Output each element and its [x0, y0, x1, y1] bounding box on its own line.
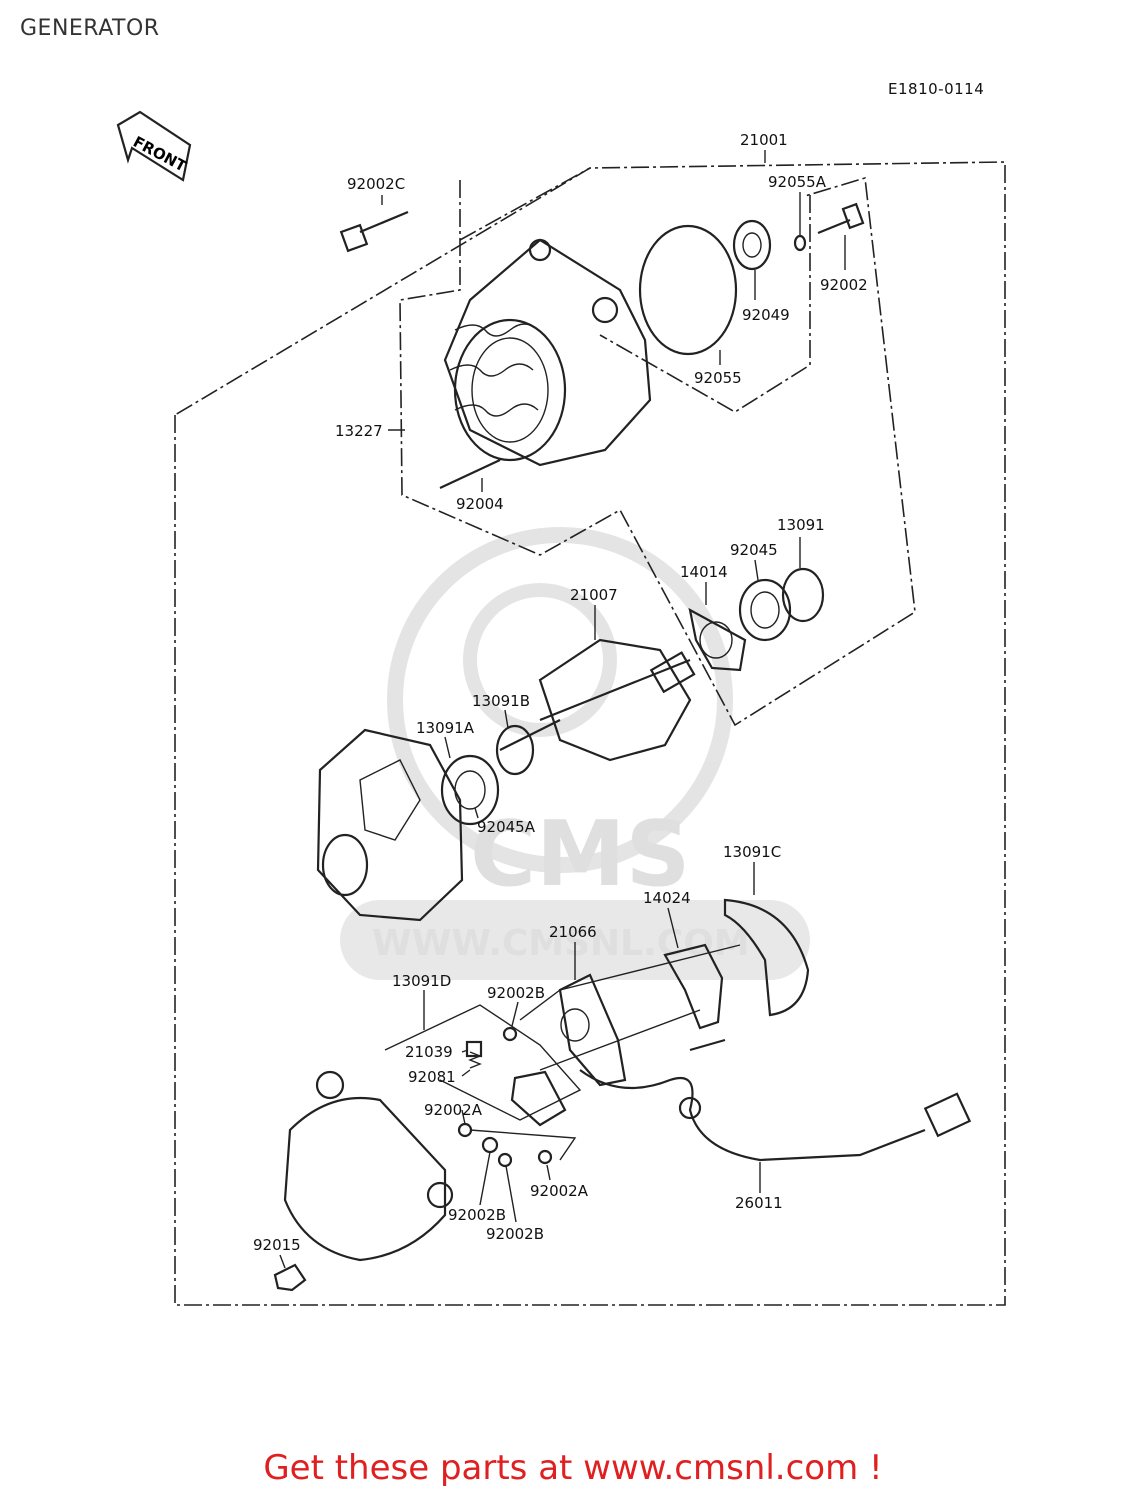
part-label-14024: 14024	[643, 889, 691, 907]
o-ring-large	[638, 224, 738, 356]
part-label-21001: 21001	[740, 131, 788, 149]
part-label-92002B-mid: 92002B	[448, 1206, 506, 1224]
part-label-92002C: 92002C	[347, 175, 405, 193]
part-label-92055A: 92055A	[768, 173, 827, 191]
diagram-reference-code: E1810-0114	[888, 80, 985, 98]
part-label-13091: 13091	[777, 516, 825, 534]
stator-housing	[439, 238, 652, 489]
part-label-92045A: 92045A	[477, 818, 536, 836]
part-label-14014: 14014	[680, 563, 728, 581]
bolt-92002C	[339, 210, 409, 253]
part-label-26011: 26011	[735, 1194, 783, 1212]
rotor-ring-13091B	[495, 724, 535, 776]
part-label-92049: 92049	[742, 306, 790, 324]
spring-92081	[468, 1051, 482, 1069]
part-label-92002B-bottom: 92002B	[486, 1225, 544, 1243]
part-label-13091A: 13091A	[416, 719, 475, 737]
brush-holder	[663, 943, 724, 1030]
cmsnl-parts-link[interactable]: Get these parts at www.cmsnl.com !	[263, 1448, 883, 1488]
oil-seal	[732, 219, 772, 271]
page-title: GENERATOR	[20, 16, 160, 41]
assembly-boundary	[174, 161, 1006, 1306]
part-label-21066: 21066	[549, 923, 597, 941]
bearing-cover-gasket	[688, 607, 747, 672]
rectifier	[723, 898, 810, 1017]
part-label-92002A-left: 92002A	[424, 1101, 483, 1119]
terminal-plate	[510, 1070, 567, 1127]
part-label-21039: 21039	[405, 1043, 453, 1061]
part-label-13091B: 13091B	[472, 692, 530, 710]
part-label-13091C: 13091C	[723, 843, 781, 861]
watermark-url-text: WWW.CMSNL.COM	[372, 923, 750, 964]
part-label-92045: 92045	[730, 541, 778, 559]
rotor	[499, 638, 696, 762]
part-label-92055: 92055	[694, 369, 742, 387]
part-label-21007: 21007	[570, 586, 618, 604]
part-label-92004: 92004	[456, 495, 504, 513]
leader-lines	[279, 150, 846, 1269]
watermark-brand-text: CMS	[470, 802, 690, 907]
part-label-13091D: 13091D	[392, 972, 451, 990]
wire-harness	[579, 1038, 972, 1162]
part-labels: 21001 92002C 92055A 92002 92049 92055 13…	[253, 131, 868, 1254]
front-bearing	[738, 578, 792, 642]
part-label-92002A-right: 92002A	[530, 1182, 589, 1200]
brush-21039	[465, 1040, 483, 1058]
small-o-ring	[793, 234, 807, 252]
watermark: CMS WWW.CMSNL.COM	[340, 527, 810, 980]
front-direction-arrow: FRONT	[116, 110, 192, 182]
regulator	[558, 973, 627, 1087]
part-label-92002B-top: 92002B	[487, 984, 545, 1002]
part-label-92015: 92015	[253, 1236, 301, 1254]
rear-housing	[316, 728, 464, 922]
rear-cover	[283, 1070, 454, 1262]
part-label-13227: 13227	[335, 422, 383, 440]
bearing-ring	[781, 567, 825, 623]
part-label-92002: 92002	[820, 276, 868, 294]
bolt-92002-upper-right	[817, 202, 865, 235]
part-label-92081: 92081	[408, 1068, 456, 1086]
cap-nut-92015	[273, 1263, 307, 1292]
